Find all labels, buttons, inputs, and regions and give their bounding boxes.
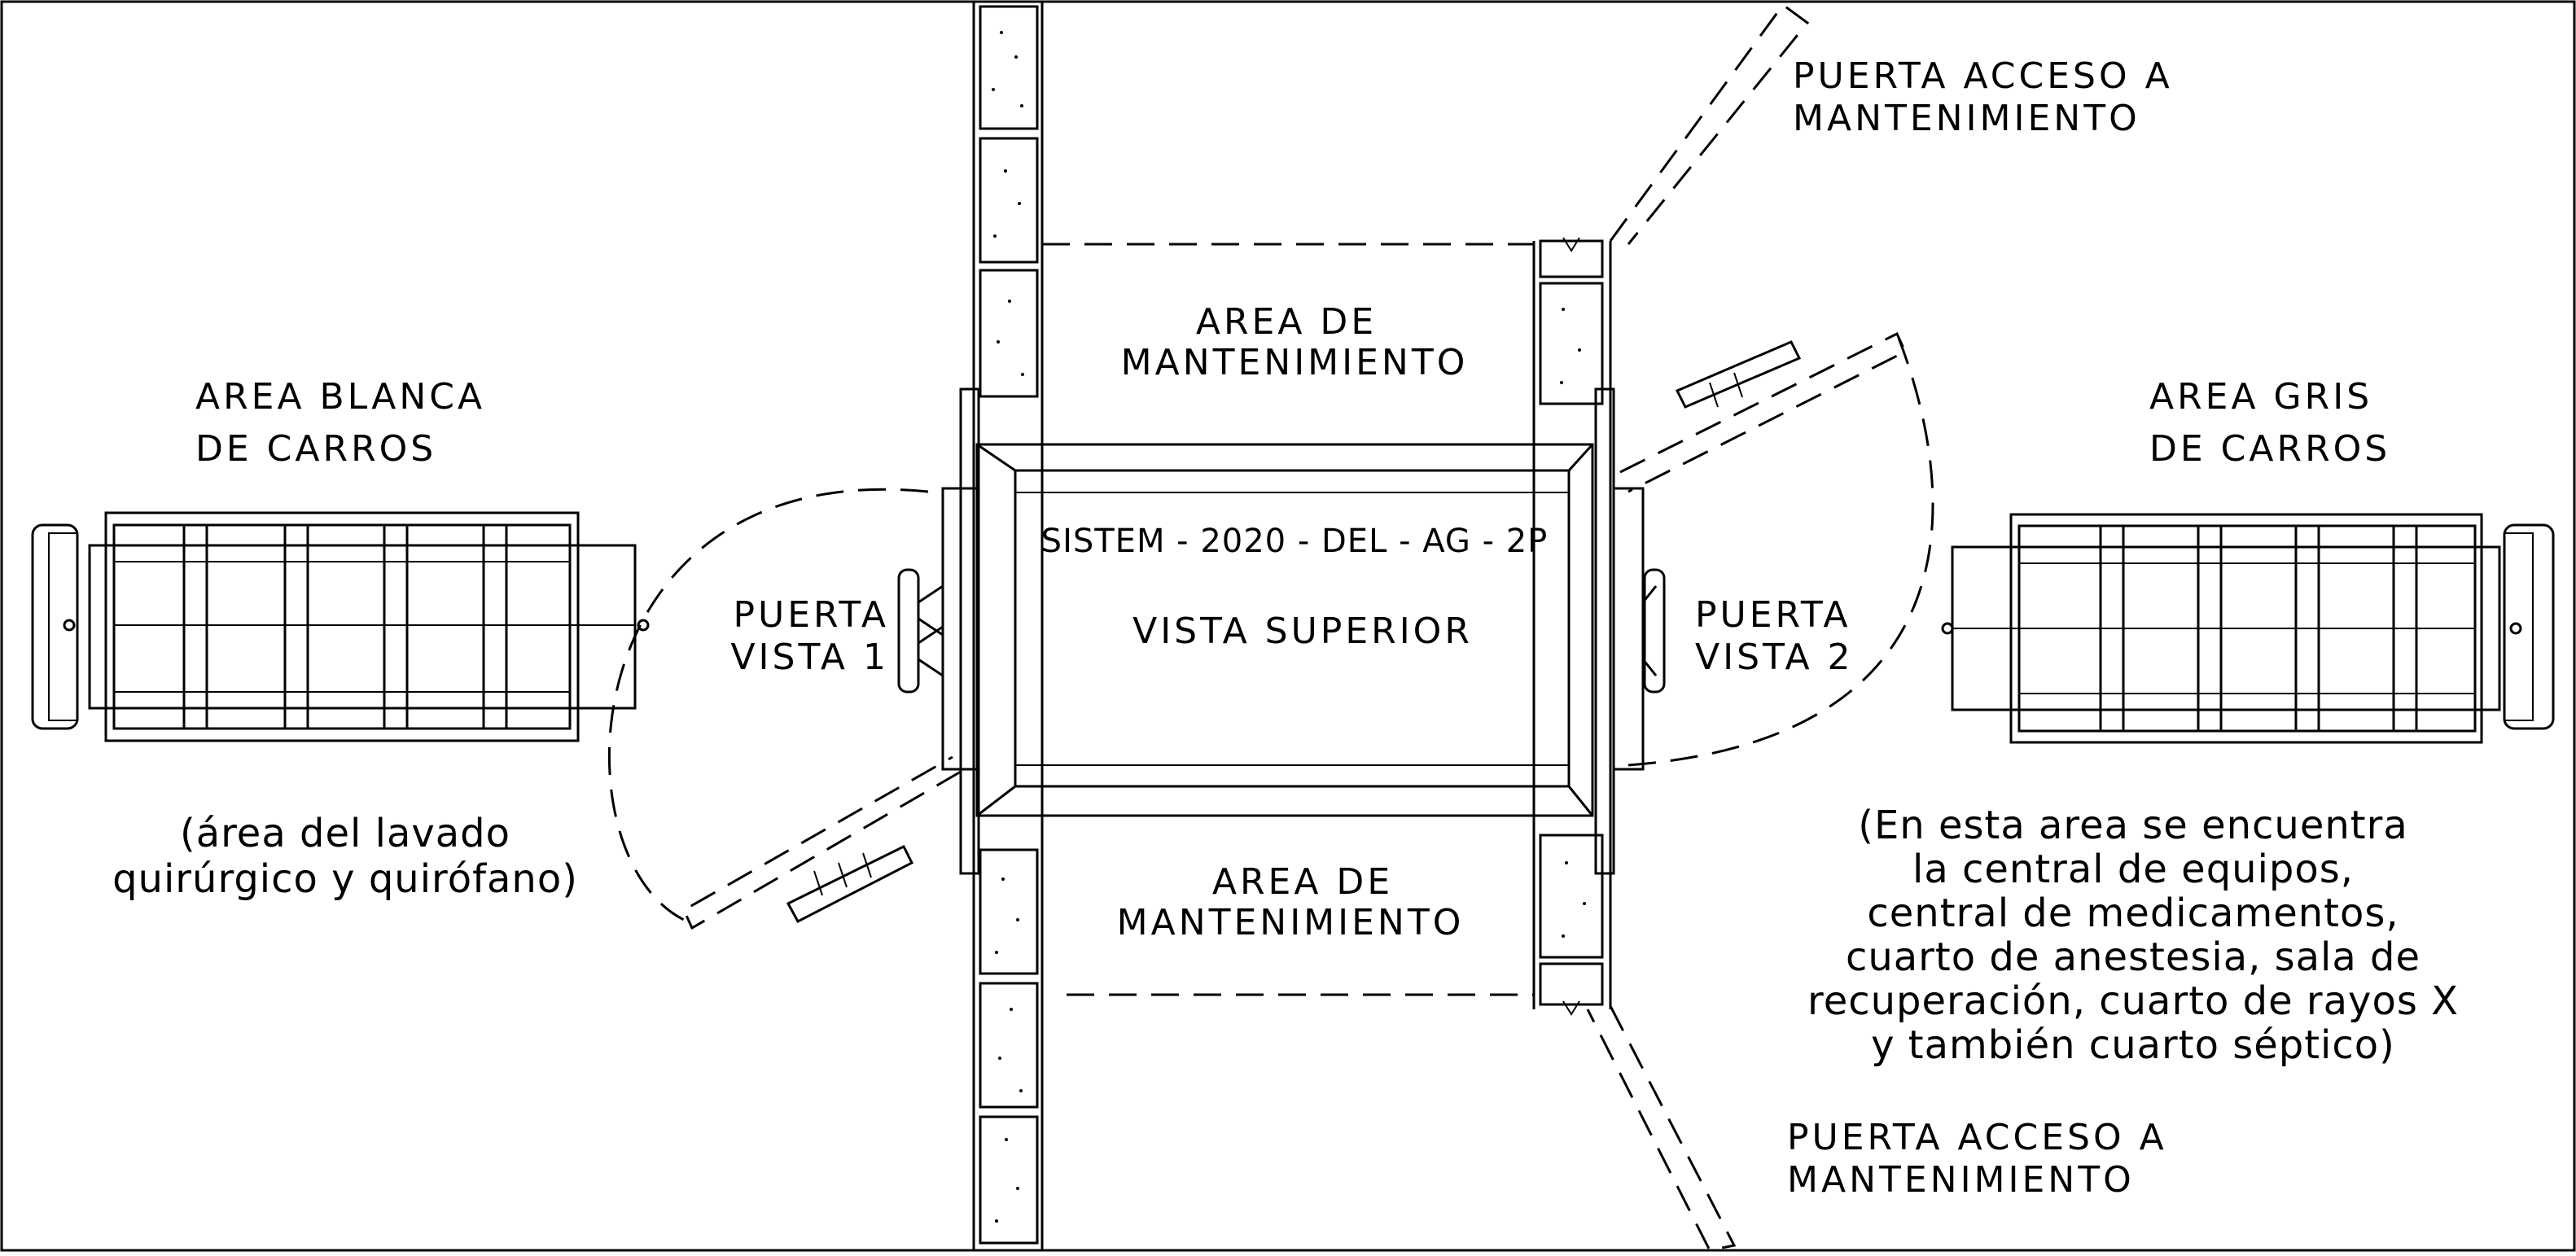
gray-note-line4: cuarto de anestesia, sala de [1846, 934, 2420, 980]
left-wall-column [972, 2, 1044, 1250]
gray-area-line1: AREA GRIS [2149, 376, 2372, 418]
handle-door-2 [1641, 568, 1666, 694]
access-door-top-line1: PUERTA ACCESO A [1793, 55, 2173, 97]
white-note-line2: quirúrgico y quirófano) [112, 856, 578, 902]
central-cabinet [941, 387, 1645, 875]
gray-note-line6: y también cuarto séptico) [1871, 1022, 2395, 1068]
cart-white-area [31, 511, 650, 742]
white-note-line1: (área del lavado [180, 811, 510, 856]
gray-note-line1: (En esta area se encuentra [1858, 803, 2408, 848]
white-area-line1: AREA BLANCA [195, 376, 485, 418]
maint-top-line2: MANTENIMIENTO [1121, 342, 1469, 383]
door-2-swing [1619, 331, 1934, 767]
cart-gray-area [1941, 513, 2555, 744]
gray-note-line2: la central de equipos, [1912, 847, 2354, 892]
right-wall-column [1532, 239, 1612, 1009]
gray-note: (En esta area se encuentra la central de… [1807, 803, 2459, 1068]
access-door-bottom-line2: MANTENIMIENTO [1787, 1159, 2135, 1201]
gray-note-line5: recuperación, cuarto de rayos X [1807, 978, 2459, 1024]
access-door-bottom-swing [1067, 993, 1737, 1252]
handle-door-1 [897, 568, 944, 694]
access-door-top-swing [1042, 2, 1810, 252]
view-title: VISTA SUPERIOR [1132, 610, 1473, 652]
wall-block-texture [992, 31, 1586, 1223]
drawing-code: SISTEM - 2020 - DEL - AG - 2P [1041, 523, 1549, 560]
gray-area-line2: DE CARROS [2149, 428, 2390, 470]
access-door-top-line2: MANTENIMIENTO [1793, 98, 2140, 139]
gray-note-line3: central de medicamentos, [1867, 891, 2399, 936]
door-1-line2: VISTA 1 [730, 637, 889, 678]
maint-top-line1: AREA DE [1196, 301, 1377, 343]
maint-bottom-line1: AREA DE [1212, 861, 1393, 903]
door-2-line2: VISTA 2 [1695, 637, 1854, 678]
white-area-line2: DE CARROS [195, 428, 436, 470]
access-door-bottom-line1: PUERTA ACCESO A [1787, 1117, 2167, 1158]
maint-bottom-line2: MANTENIMIENTO [1117, 902, 1465, 943]
door-2-line1: PUERTA [1695, 594, 1851, 636]
door-1-line1: PUERTA [734, 594, 889, 636]
door-1-swing [607, 488, 962, 930]
